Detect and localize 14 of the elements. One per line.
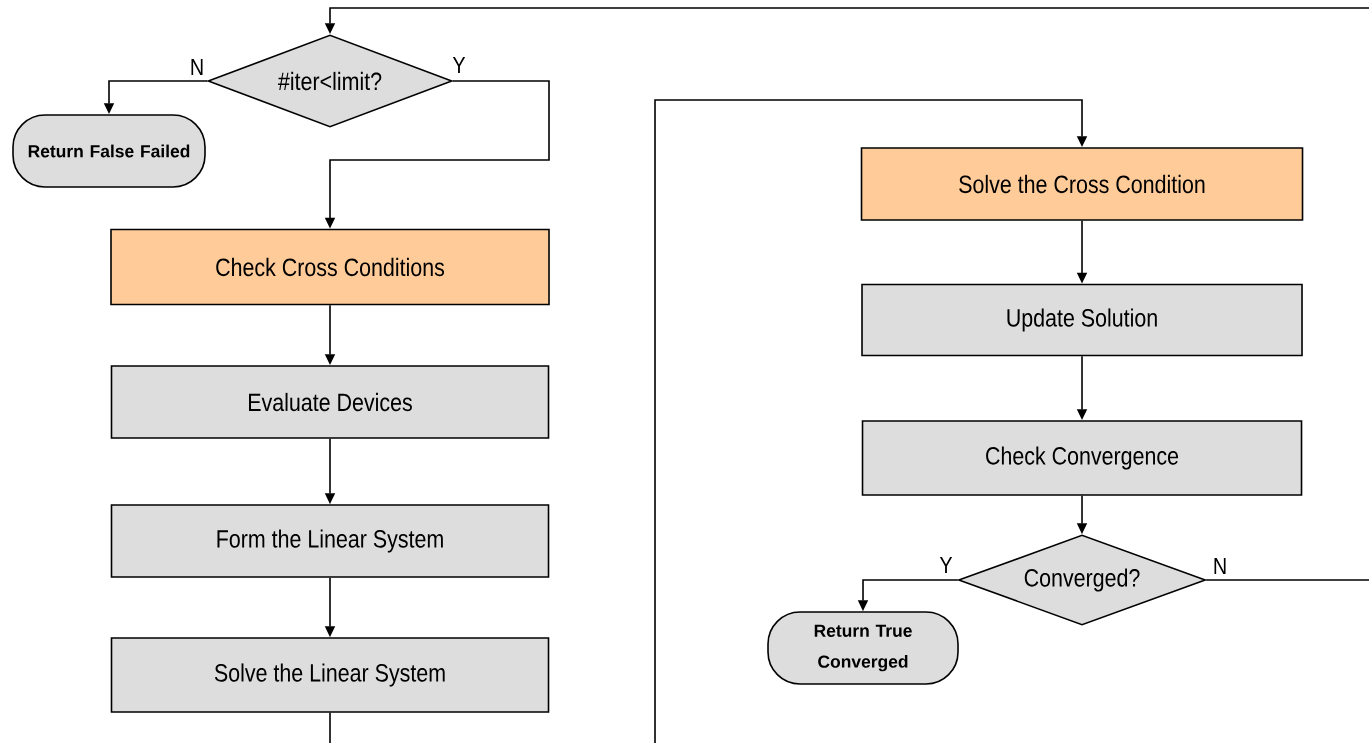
process-box: Check Cross Conditions: [110, 228, 550, 306]
process-box: Solve the Cross Condition: [860, 147, 1304, 221]
terminal-box: Return True Converged: [767, 611, 959, 685]
process-box: Form the Linear System: [110, 504, 550, 578]
process-box: Check Convergence: [861, 420, 1303, 496]
edge-label: Y: [451, 56, 467, 74]
terminal-box: Return False Failed: [12, 114, 206, 188]
process-box: Solve the Linear System: [110, 637, 550, 713]
edge-label: N: [1211, 557, 1229, 575]
edge-label: N: [188, 58, 206, 76]
process-box: Update Solution: [861, 283, 1303, 357]
arrow: [654, 99, 1088, 743]
edge-label: Y: [938, 556, 954, 574]
process-box: Evaluate Devices: [110, 365, 550, 439]
